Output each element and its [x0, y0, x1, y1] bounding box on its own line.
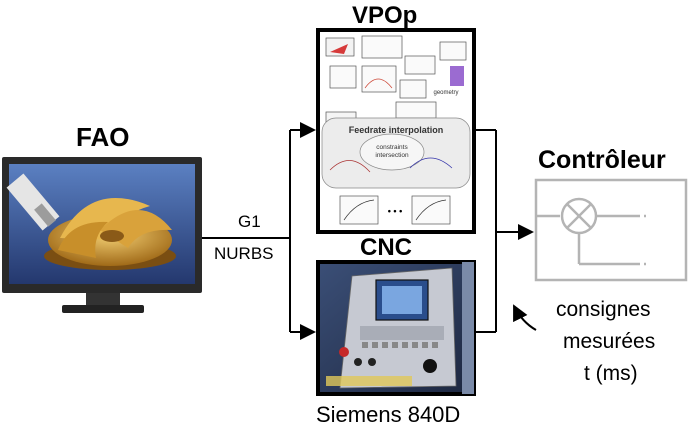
cnc-photo — [316, 260, 476, 396]
siemens-label: Siemens 840D — [316, 402, 461, 427]
nurbs-label: NURBS — [214, 244, 274, 263]
vpop-screenshot: Feedrate interpolation constraints inter… — [316, 28, 476, 234]
vpop-intersection-label: intersection — [375, 152, 409, 159]
vpop-title: VPOp — [352, 2, 418, 29]
time-unit-label: t (ms) — [584, 362, 638, 385]
milling-tool-icon — [6, 173, 60, 231]
impeller-icon — [44, 197, 176, 270]
fao-monitor — [2, 157, 202, 313]
vpop-ellipsis: • • • — [388, 206, 402, 216]
vpop-geometry-label: geometry — [433, 90, 458, 96]
controller-title: Contrôleur — [538, 146, 666, 174]
fao-title: FAO — [76, 122, 130, 152]
controller-block — [534, 178, 688, 282]
mesurees-label: mesurées — [563, 330, 656, 353]
g1-label: G1 — [238, 212, 261, 231]
vpop-feedrate-label: Feedrate interpolation — [349, 125, 444, 135]
cnc-title: CNC — [360, 234, 412, 261]
connector-lines — [202, 122, 537, 340]
vpop-constraints-label: constraints — [376, 144, 408, 151]
consignes-label: consignes — [556, 298, 651, 321]
